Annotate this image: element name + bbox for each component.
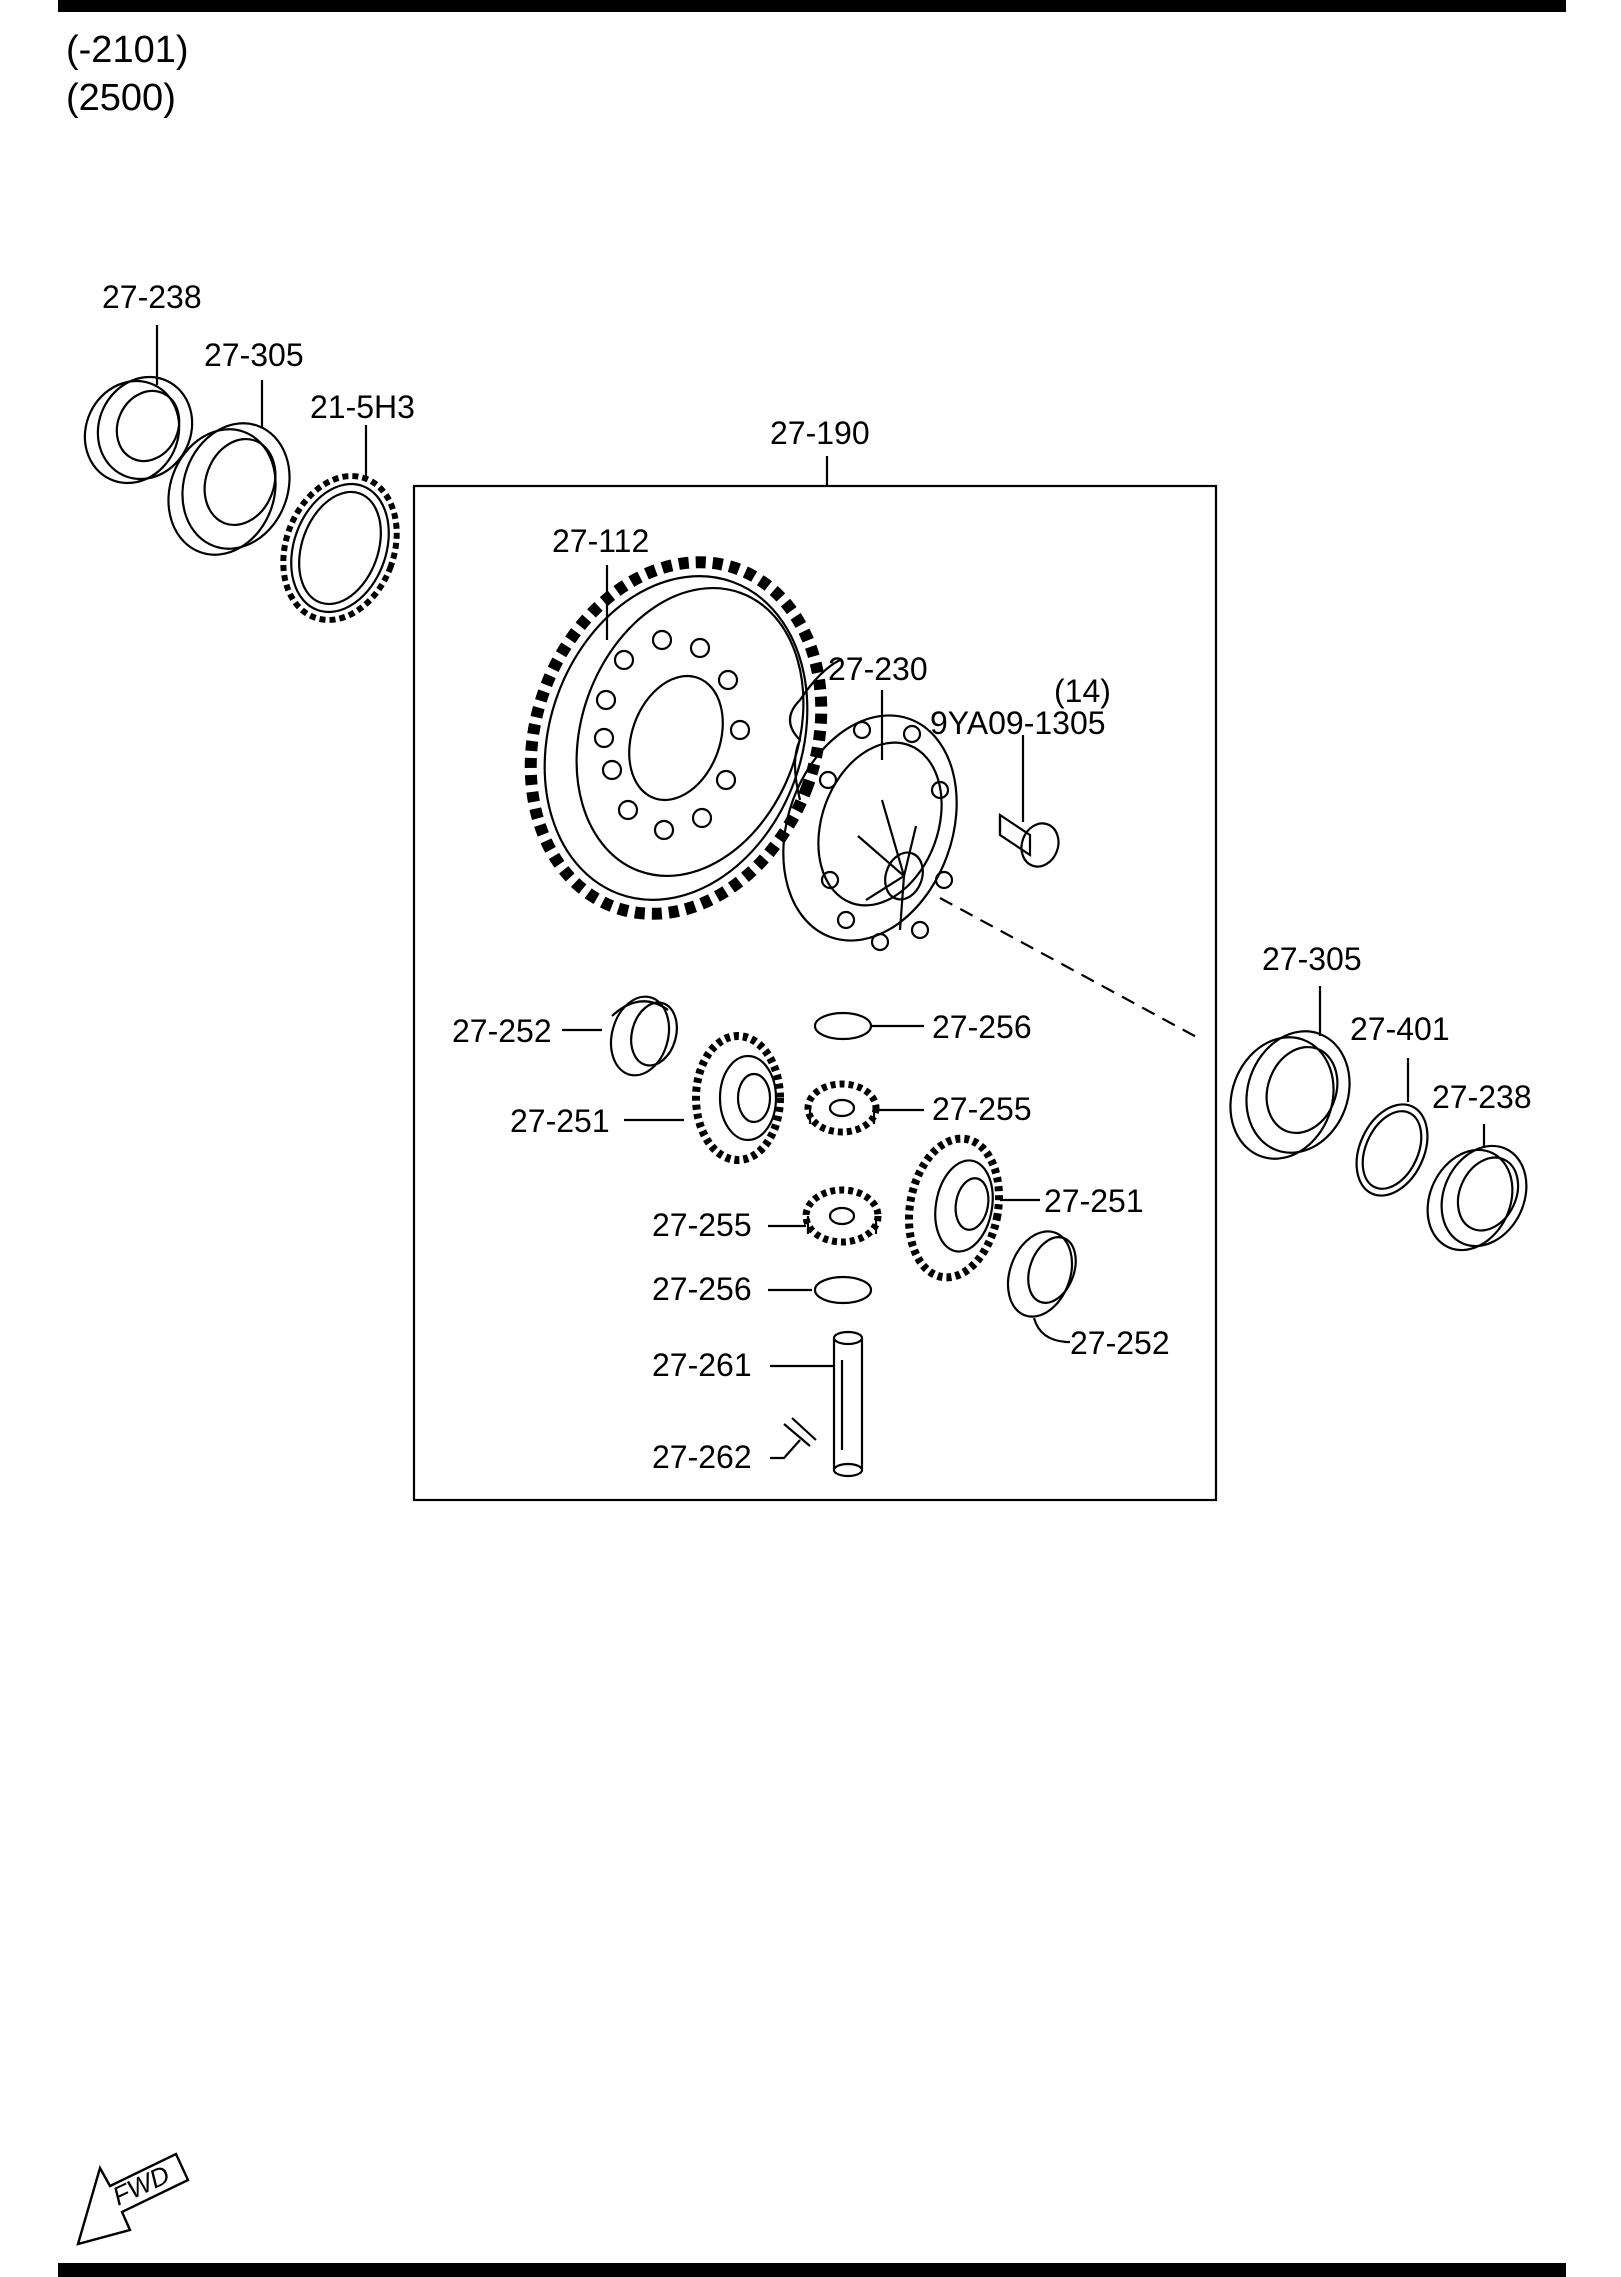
label-27-305-a: 27-305: [204, 337, 304, 373]
bearing-right-part: [1229, 1030, 1351, 1160]
pinion-shaft-part: [832, 1330, 864, 1478]
oil-seal-left-part: [83, 375, 194, 485]
label-torque: (14): [1054, 673, 1111, 709]
label-27-112: 27-112: [552, 523, 649, 559]
top-border: [58, 0, 1566, 12]
model-codes: (-2101) (2500): [66, 26, 189, 122]
label-27-252-a: 27-252: [452, 1013, 552, 1049]
model-code-2: (2500): [66, 77, 176, 119]
differential-case-part: [782, 659, 958, 952]
label-27-230: 27-230: [828, 651, 928, 687]
label-27-255-a: 27-255: [932, 1091, 1032, 1127]
label-27-238-a: 27-238: [102, 279, 202, 315]
label-27-261: 27-261: [652, 1347, 752, 1383]
label-27-190: 27-190: [770, 415, 870, 451]
label-21-5H3: 21-5H3: [310, 389, 415, 425]
label-27-256-b: 27-256: [652, 1271, 752, 1307]
side-gear-lower-part: [904, 1134, 1004, 1282]
thrust-washer-upper-part: [609, 995, 678, 1077]
label-9YA09-1305: 9YA09-1305: [930, 705, 1106, 741]
shim-lower-part: [813, 1275, 873, 1305]
ring-gear-part: [524, 556, 828, 920]
leader-27-262: [770, 1439, 801, 1460]
oil-seal-right-part: [1426, 1144, 1528, 1252]
label-27-252-b: 27-252: [1070, 1325, 1170, 1361]
pinion-gear-lower-part: [802, 1186, 882, 1246]
shim-upper-part: [813, 1011, 873, 1041]
label-27-262: 27-262: [652, 1439, 752, 1475]
fwd-arrow-icon: FWD: [76, 2152, 190, 2246]
thrust-washer-lower-part: [1006, 1230, 1077, 1318]
bolt-part: [998, 812, 1060, 868]
label-27-251-b: 27-251: [1044, 1183, 1144, 1219]
leader-27-252-b: [1032, 1317, 1070, 1344]
side-gear-upper-part: [692, 1032, 784, 1164]
axis-centerline: [939, 897, 1203, 1041]
assembly-frame: [412, 484, 1218, 1502]
label-27-256-a: 27-256: [932, 1009, 1032, 1045]
label-27-401: 27-401: [1350, 1011, 1450, 1047]
adjust-shim-right-part: [1355, 1103, 1429, 1197]
pinion-gear-upper-part: [804, 1080, 880, 1136]
model-code-1: (-2101): [66, 29, 189, 71]
label-27-305-b: 27-305: [1262, 941, 1362, 977]
label-27-238-b: 27-238: [1432, 1079, 1532, 1115]
label-27-251-a: 27-251: [510, 1103, 610, 1139]
sensor-ring-part: [280, 473, 400, 623]
lock-pin-part: [783, 1417, 817, 1447]
label-27-255-b: 27-255: [652, 1207, 752, 1243]
bearing-left-part: [167, 422, 291, 556]
bottom-border: [58, 2263, 1566, 2277]
